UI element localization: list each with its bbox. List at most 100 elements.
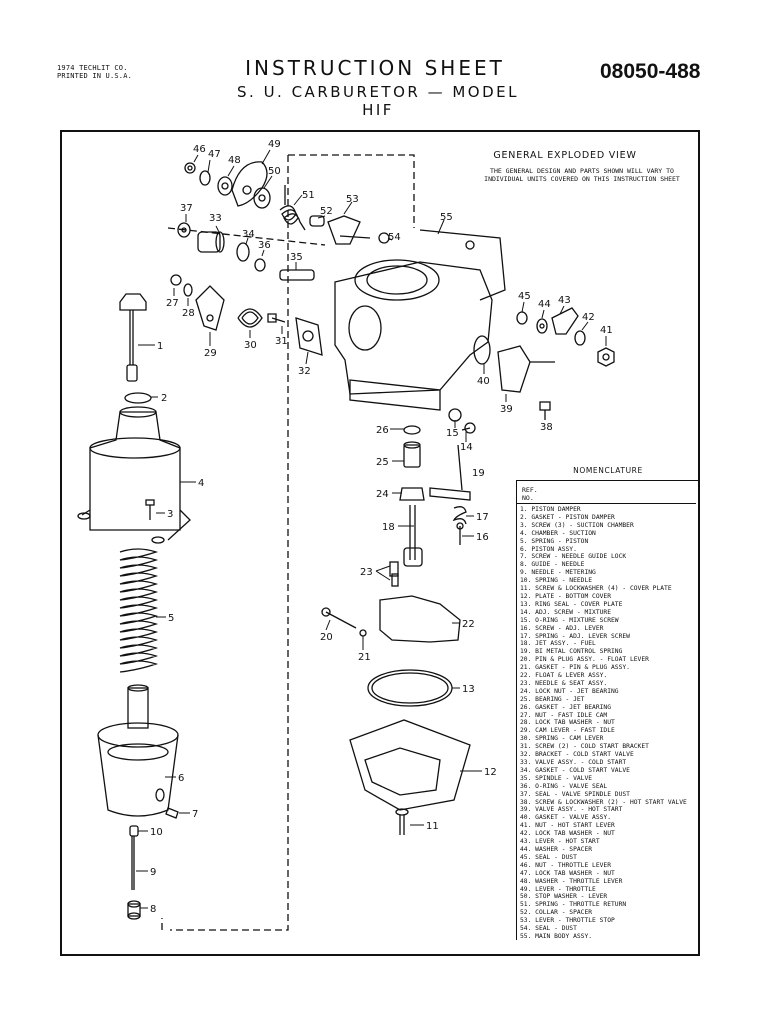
callout-47: 47 (208, 149, 221, 160)
list-item: 26. GASKET - JET BEARING (520, 703, 611, 711)
hot-start-valve-part (497, 345, 555, 393)
throttle-lever-part (231, 161, 268, 207)
cover-ring-seal-part (367, 669, 453, 707)
callout-8: 8 (150, 904, 156, 915)
float-lever-part (379, 595, 461, 643)
hot-start-nut-part (597, 347, 615, 367)
adj-lever-spring-part (452, 506, 467, 525)
list-item: 54. SEAL - DUST (520, 925, 577, 933)
fast-idle-cam-lever-part (195, 285, 225, 331)
list-item: 5. SPRING - PISTON (520, 537, 589, 545)
spacer-washer-part (536, 318, 548, 334)
callout-51: 51 (302, 190, 315, 201)
bottom-cover-plate-part (349, 719, 471, 811)
guide-line (170, 155, 289, 931)
cold-start-bracket-part (295, 317, 323, 356)
callout-29: 29 (204, 348, 217, 359)
cam-lever-spring-part (237, 308, 263, 328)
callout-34: 34 (242, 229, 255, 240)
list-item: 35. SPINDLE - VALVE (520, 774, 593, 782)
list-item: 6. PISTON ASSY. (520, 545, 577, 553)
list-item: 28. LOCK TAB WASHER - NUT (520, 719, 615, 727)
callout-49: 49 (268, 139, 281, 150)
part-illustrations (77, 154, 615, 931)
float-pin-part (321, 607, 357, 629)
bracket-screw-part (267, 313, 286, 323)
cold-start-gasket-part (236, 242, 250, 262)
list-item: 4. CHAMBER - SUCTION (520, 529, 596, 537)
list-item: 40. GASKET - VALVE ASSY. (520, 814, 611, 822)
ref-no-header: REF. NO. (522, 486, 538, 502)
list-item: 39. VALVE ASSY. - HOT START (520, 806, 623, 814)
list-item: 10. SPRING - NEEDLE (520, 577, 593, 585)
callout-27: 27 (166, 298, 179, 309)
piston-part (97, 684, 179, 817)
callout-42: 42 (582, 312, 595, 323)
callout-33: 33 (209, 213, 222, 224)
spacer-collar-part (309, 215, 325, 227)
fuel-jet-assy-part (403, 505, 423, 567)
bimetal-spring-part (429, 444, 471, 501)
valve-gasket-part (473, 335, 491, 365)
needle-seat-assy-part (389, 561, 399, 587)
list-item: 31. SCREW (2) - COLD START BRACKET (520, 743, 649, 751)
list-item: 34. GASKET - COLD START VALVE (520, 766, 630, 774)
callout-10: 10 (150, 827, 163, 838)
page-title: INSTRUCTION SHEET (245, 56, 505, 80)
callout-2: 2 (161, 393, 167, 404)
list-item: 38. SCREW & LOCKWASHER (2) - HOT START V… (520, 798, 687, 806)
list-item: 14. ADJ. SCREW - MIXTURE (520, 608, 611, 616)
list-item: 46. NUT - THROTTLE LEVER (520, 861, 611, 869)
callout-39: 39 (500, 404, 513, 415)
callout-23: 23 (360, 567, 373, 578)
part-number: 08050-488 (600, 60, 701, 83)
list-item: 21. GASKET - PIN & PLUG ASSY. (520, 664, 630, 672)
callout-20: 20 (320, 632, 333, 643)
callout-52: 52 (320, 206, 333, 217)
list-item: 12. PLATE - BOTTOM COVER (520, 592, 611, 600)
callout-26: 26 (376, 425, 389, 436)
jet-bearing-gasket-part (403, 425, 421, 435)
mixture-adj-screw-part (461, 422, 476, 434)
list-item: 16. SCREW - ADJ. LEVER (520, 624, 604, 632)
list-item: 52. COLLAR - SPACER (520, 909, 593, 917)
list-item: 29. CAM LEVER - FAST IDLE (520, 727, 615, 735)
mixture-o-ring-part (448, 408, 462, 422)
jet-lock-nut-part (399, 487, 425, 501)
list-item: 33. VALVE ASSY. - COLD START (520, 759, 627, 766)
callout-9: 9 (150, 867, 156, 878)
callout-48: 48 (228, 155, 241, 166)
callout-17: 17 (476, 512, 489, 523)
callout-3: 3 (167, 509, 173, 520)
list-item: 32. BRACKET - COLD START VALVE (520, 751, 634, 759)
main-body-part (334, 229, 506, 411)
callout-5: 5 (168, 613, 174, 624)
list-item: 15. O-RING - MIXTURE SCREW (520, 616, 619, 624)
pin-plug-gasket-part (359, 629, 367, 637)
diagram-note-line: THE GENERAL DESIGN AND PARTS SHOWN WILL … (490, 167, 674, 175)
jet-bearing-part (403, 441, 421, 468)
hot-start-dust-seal-part (516, 311, 528, 325)
nomenclature-title: NOMENCLATURE (573, 466, 643, 475)
callout-36: 36 (258, 240, 271, 251)
hot-start-lock-tab-part (574, 330, 586, 346)
diagram-note: THE GENERAL DESIGN AND PARTS SHOWN WILL … (462, 167, 702, 183)
cold-start-valve-part (197, 231, 225, 253)
list-item: 41. NUT - HOT START LEVER (520, 822, 615, 830)
list-item: 53. LEVER - THROTTLE STOP (520, 917, 615, 925)
list-item: 50. STOP WASHER - LEVER (520, 893, 608, 901)
list-item: 45. SEAL - DUST (520, 853, 577, 861)
callout-6: 6 (178, 773, 184, 784)
guide-line (167, 227, 326, 246)
valve-spindle-part (279, 269, 315, 281)
list-item: 11. SCREW & LOCKWASHER (4) - COVER PLATE (520, 585, 672, 593)
throttle-nut-part (184, 162, 196, 174)
diagram-note-line: INDIVIDUAL UNITS COVERED ON THIS INSTRUC… (484, 175, 680, 183)
callout-13: 13 (462, 684, 475, 695)
callout-41: 41 (600, 325, 613, 336)
list-item: 24. LOCK NUT - JET BEARING (520, 687, 619, 695)
printed-line: PRINTED IN U.S.A. (57, 72, 133, 80)
callout-30: 30 (244, 340, 257, 351)
cover-ring-seal-inner (371, 672, 449, 704)
callout-21: 21 (358, 652, 371, 663)
